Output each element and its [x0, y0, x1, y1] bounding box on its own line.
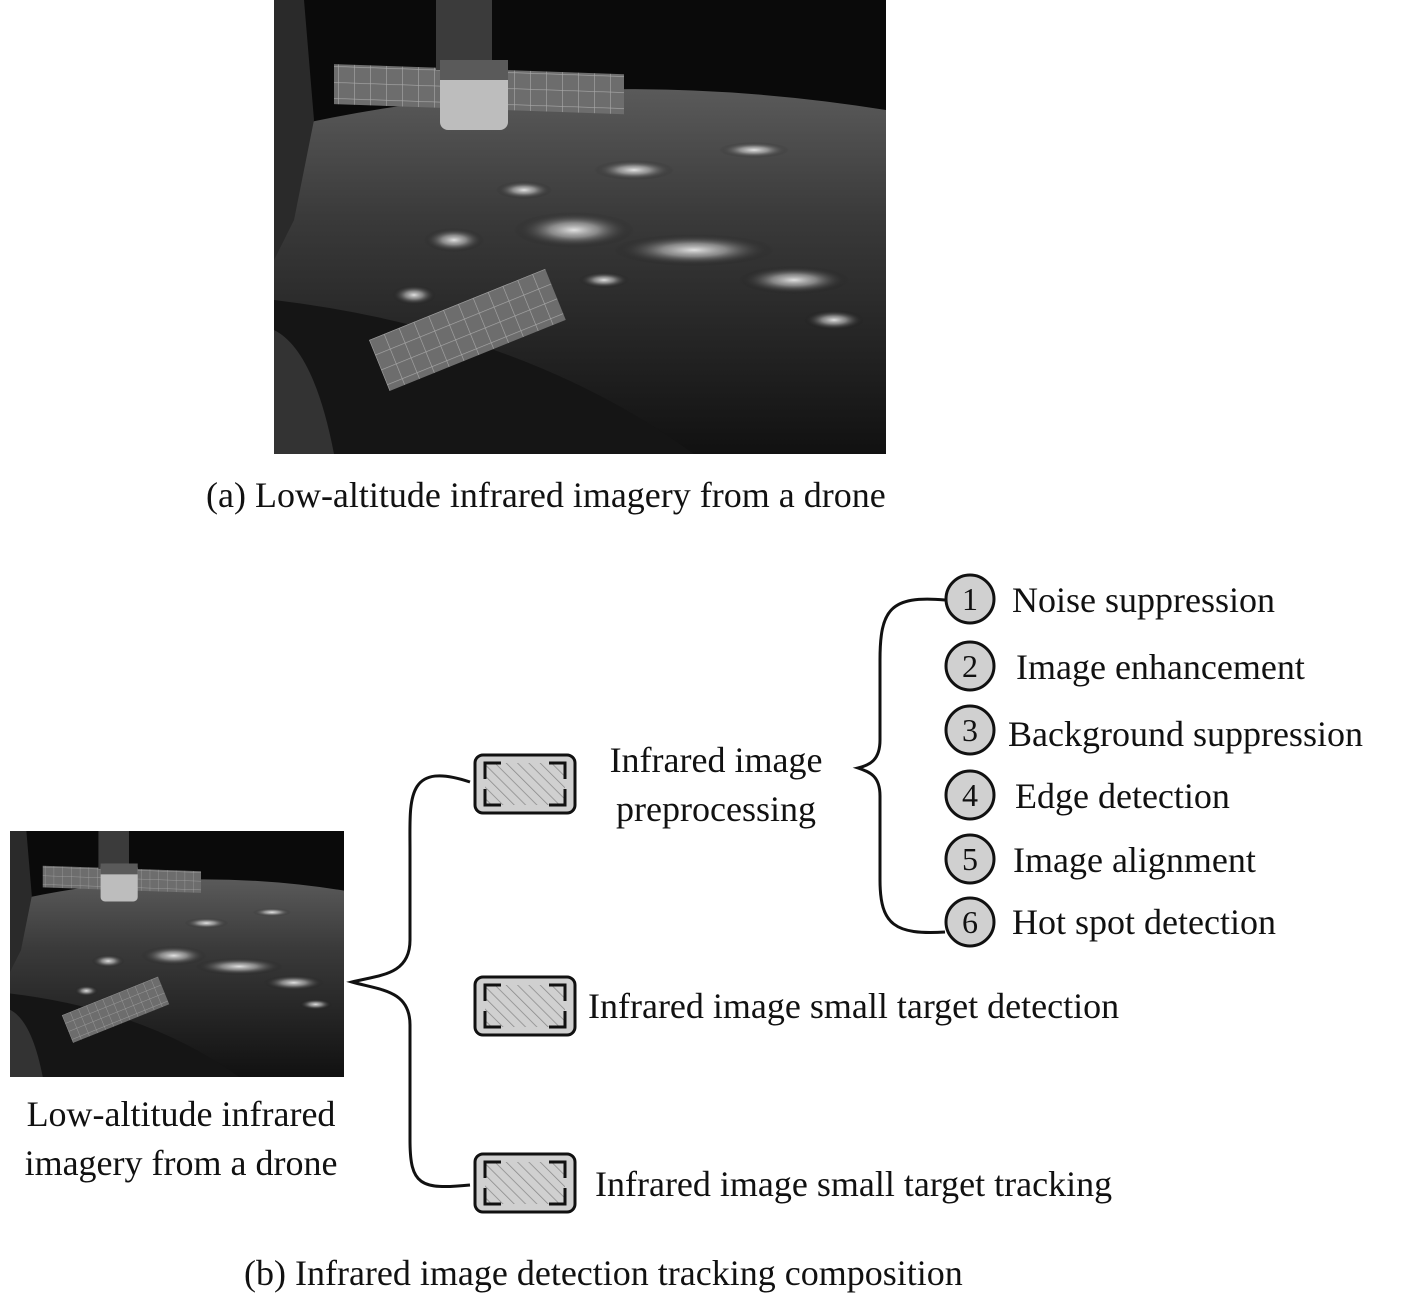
branch-detection-label: Infrared image small target detection [588, 986, 1120, 1026]
photo-small [10, 831, 344, 1077]
source-label-line2: imagery from a drone [24, 1142, 338, 1183]
branch-preprocessing-line2: preprocessing [616, 788, 816, 829]
image-module-icon [473, 753, 577, 815]
step-2-badge: 2 [944, 640, 996, 692]
step-3-number: 3 [962, 712, 978, 748]
branch-preprocessing-line1: Infrared image [609, 740, 823, 780]
step-1-number: 1 [962, 581, 978, 617]
step-2-number: 2 [962, 648, 978, 684]
step-6-label: Hot spot detection [1012, 902, 1276, 942]
image-module-icon [473, 1152, 577, 1214]
step-4-number: 4 [962, 777, 978, 813]
step-6-badge: 6 [944, 896, 996, 948]
source-label-line1: Low-altitude infrared [26, 1094, 336, 1134]
step-4-badge: 4 [944, 769, 996, 821]
main-brace [346, 774, 471, 1189]
step-5-badge: 5 [944, 833, 996, 885]
image-module-icon [473, 975, 577, 1037]
figure-a-caption: (a) Low-altitude infrared imagery from a… [206, 475, 886, 515]
step-5-number: 5 [962, 841, 978, 877]
branch-preprocessing-label: Infrared image preprocessing [585, 736, 847, 833]
step-1-label: Noise suppression [1012, 580, 1275, 620]
step-4-label: Edge detection [1015, 776, 1230, 816]
source-label: Low-altitude infrared imagery from a dro… [0, 1090, 362, 1187]
step-5-label: Image alignment [1013, 840, 1256, 880]
figure-b-caption: (b) Infrared image detection tracking co… [244, 1253, 963, 1293]
steps-brace [852, 597, 946, 934]
photo-large [274, 0, 886, 454]
step-2-label: Image enhancement [1016, 647, 1305, 687]
step-6-number: 6 [962, 904, 978, 940]
branch-tracking-label: Infrared image small target tracking [595, 1164, 1113, 1204]
step-3-badge: 3 [944, 704, 996, 756]
step-3-label: Background suppression [1008, 714, 1363, 754]
step-1-badge: 1 [944, 573, 996, 625]
